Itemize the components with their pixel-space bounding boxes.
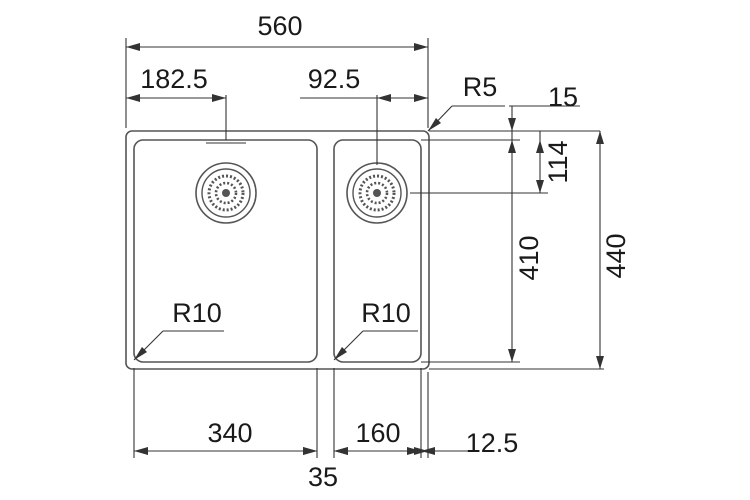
drain-strainer-icon [346,162,408,224]
overall-depth-label: 440 [601,233,631,278]
drain-strainer-icon [195,162,257,224]
drain-from-top-label: 114 [543,140,573,183]
right-bowl-radius-label: R10 [361,298,411,328]
sink-outline [125,130,430,370]
outer-radius-label: R5 [463,72,498,102]
right-rim-label: 12.5 [466,428,519,458]
overall-width-label: 560 [257,11,302,41]
top-rim-label: 15 [548,82,578,112]
left-bowl-width-label: 340 [207,418,252,448]
bowl-depth-label: 410 [514,235,544,280]
left-drain-offset-label: 182.5 [140,64,208,94]
right-drain-offset-label: 92.5 [308,64,361,94]
divider-width-label: 35 [308,462,338,492]
right-bowl [333,139,422,363]
left-bowl-radius-label: R10 [172,298,222,328]
dimension-labels: 560 182.5 92.5 R5 15 114 410 440 R10 R10… [140,11,631,492]
dimension-lines [126,43,604,455]
left-bowl [133,139,318,363]
extension-lines [125,38,604,458]
sink-outer-frame [125,130,430,370]
right-bowl-width-label: 160 [355,418,400,448]
